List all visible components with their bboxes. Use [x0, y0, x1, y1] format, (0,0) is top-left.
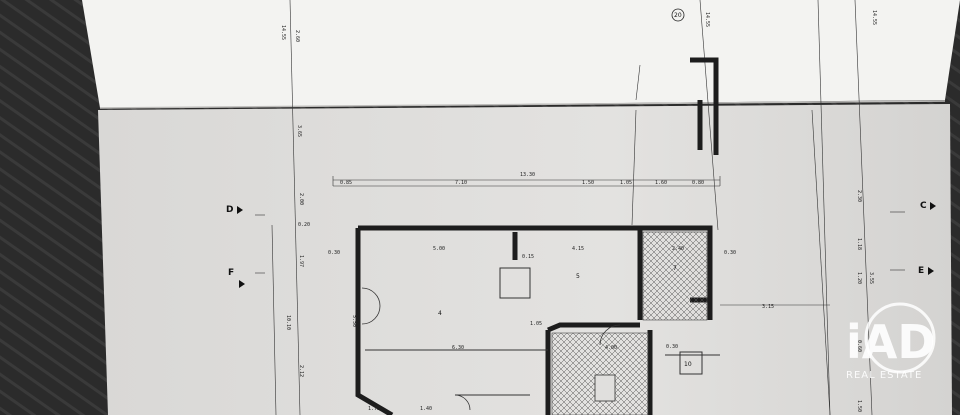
- dim-w7: 3.15: [762, 304, 774, 310]
- room-label-4: 4: [438, 310, 442, 317]
- dim-w13: 0.20: [298, 222, 310, 228]
- section-marker-e: E: [918, 266, 924, 276]
- dim-top-5: 0.80: [692, 180, 704, 186]
- dim-top-total: 13.30: [520, 172, 535, 178]
- door-swings: [361, 287, 621, 411]
- dim-left-v3: 3.65: [296, 125, 302, 137]
- dim-left-v8: 2.12: [298, 365, 304, 377]
- dim-right-v3: 1.18: [856, 238, 862, 250]
- room-labels: 4 5 7 10 20: [438, 8, 692, 368]
- dim-right-v1: 14.55: [871, 10, 877, 25]
- dim-w2: 5.00: [433, 246, 445, 252]
- dim-left-v4: 2.00: [298, 193, 304, 205]
- dim-left-v6: 10.10: [285, 315, 291, 330]
- dim-w4: 0.15: [522, 254, 534, 260]
- dim-w9: 4.00: [605, 345, 617, 351]
- dim-w10: 1.05: [530, 321, 542, 327]
- thin-walls: [365, 267, 720, 396]
- watermark-tagline: REAL ESTATE: [846, 370, 922, 381]
- dim-top-1: 7.10: [455, 180, 467, 186]
- room-label-7: 7: [673, 265, 677, 272]
- kitchen-island: [594, 374, 616, 402]
- dim-top-2: 1.50: [582, 180, 594, 186]
- dim-w8: 6.30: [452, 345, 464, 351]
- section-markers: D F C E: [226, 201, 936, 288]
- dimension-labels: 13.30 0.85 7.10 1.50 1.05 1.60 0.80 14.5…: [280, 10, 877, 412]
- dim-mid-v1: 14.55: [704, 12, 710, 27]
- paper-lower: [98, 104, 952, 415]
- dim-w12: 1.40: [420, 406, 432, 412]
- dim-w11: 1.75: [368, 406, 380, 412]
- section-marker-c: C: [920, 201, 927, 211]
- walls: [355, 57, 719, 415]
- room-label-10: 10: [684, 361, 692, 368]
- dim-right-v2: 2.30: [856, 190, 862, 202]
- dim-right-v6: 1.50: [856, 400, 862, 412]
- watermark-logo: iAD: [846, 315, 936, 369]
- room-label-5: 5: [576, 273, 580, 280]
- dim-right-v5: 1.20: [856, 272, 862, 284]
- section-marker-f: F: [228, 268, 234, 278]
- dim-right-v7: 0.60: [856, 340, 862, 352]
- dim-left-v7: 5.50: [351, 315, 357, 327]
- dim-top-4: 1.60: [655, 180, 667, 186]
- room-label-20: 20: [674, 12, 682, 19]
- dim-left-v1: 14.55: [280, 25, 286, 40]
- tiled-area-kitchen: [551, 332, 649, 415]
- dim-w3: 4.15: [572, 246, 584, 252]
- tiled-area-laundry: [642, 231, 708, 321]
- dimension-lines: [255, 0, 905, 415]
- dim-w14: 0.30: [666, 344, 678, 350]
- dim-left-v5: 1.97: [298, 255, 304, 267]
- dim-right-v4: 3.55: [868, 272, 874, 284]
- section-marker-d: D: [226, 205, 233, 215]
- dim-left-v2: 2.60: [294, 30, 300, 42]
- iad-watermark: iAD REAL ESTATE: [846, 302, 936, 381]
- dim-top-3: 1.05: [620, 180, 632, 186]
- paper-upper: [82, 0, 960, 108]
- dim-top-0: 0.85: [340, 180, 352, 186]
- paper-fold: [99, 100, 946, 109]
- dim-w5: 0.30: [724, 250, 736, 256]
- dim-w1: 0.30: [328, 250, 340, 256]
- dim-w6: 2.40: [672, 246, 684, 252]
